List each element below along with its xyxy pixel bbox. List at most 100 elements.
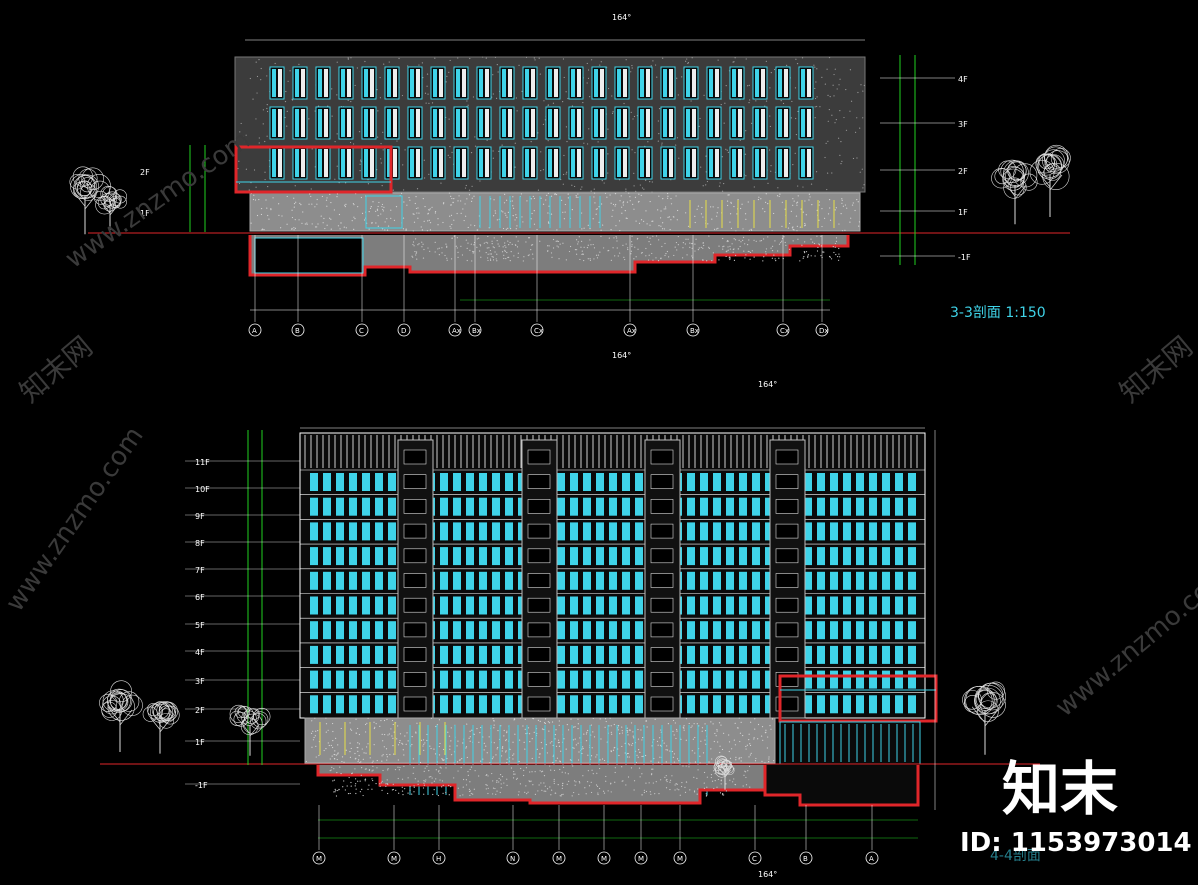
window-glass-b [453,473,461,491]
texture-dot [609,238,610,239]
texture-dot [704,740,705,741]
texture-dot [517,257,518,258]
texture-dot [631,65,632,66]
texture-dot [548,105,549,106]
texture-dot [387,779,388,780]
texture-dot [379,783,380,784]
window-panel-a [278,69,282,97]
window-panel-a [623,149,627,177]
window-glass-b [570,547,578,565]
texture-dot [372,201,373,202]
floor-label-b: 3F [195,677,205,686]
core-window-b [404,549,426,563]
texture-dot [267,136,268,137]
window-glass-b [700,646,708,664]
texture-dot [591,59,592,60]
texture-dot [697,723,698,724]
texture-dot [658,762,659,763]
texture-dot [686,740,687,741]
texture-dot [439,248,440,249]
texture-dot [505,215,506,216]
texture-dot [560,795,561,796]
texture-dot [386,218,387,219]
texture-dot [382,770,383,771]
texture-dot [270,209,271,210]
window-glass-b [609,646,617,664]
texture-dot [323,218,324,219]
texture-dot [344,227,345,228]
texture-dot [781,100,782,101]
window-glass-b [323,621,331,639]
texture-dot [478,775,479,776]
texture-dot [503,258,504,259]
texture-dot [389,61,390,62]
texture-dot [495,210,496,211]
texture-dot [742,735,743,736]
window-glass-b [635,646,643,664]
texture-dot [403,754,404,755]
texture-dot [335,789,336,790]
window-glass-b [362,597,370,615]
window-glass-b [882,597,890,615]
texture-dot [504,213,505,214]
window-glass-b [882,695,890,713]
texture-dot [467,248,468,249]
texture-dot [450,786,451,787]
texture-dot [403,189,404,190]
texture-dot [614,782,615,783]
core-window-b [776,598,798,612]
texture-dot [577,197,578,198]
texture-dot [508,257,509,258]
texture-dot [723,733,724,734]
texture-dot [474,734,475,735]
window-glass-a [732,149,736,177]
texture-dot [403,228,404,229]
texture-dot [694,737,695,738]
texture-dot [717,741,718,742]
texture-dot [338,225,339,226]
texture-dot [814,243,815,244]
texture-dot [563,155,564,156]
texture-dot [578,759,579,760]
texture-dot [437,248,438,249]
texture-dot [363,759,364,760]
texture-dot [339,789,340,790]
texture-dot [487,242,488,243]
texture-dot [735,784,736,785]
texture-dot [604,793,605,794]
window-glass-b [505,547,513,565]
texture-dot [611,95,612,96]
texture-dot [430,229,431,230]
texture-dot [503,782,504,783]
texture-dot [423,249,424,250]
window-glass-b [310,522,318,540]
texture-dot [439,254,440,255]
texture-dot [808,254,809,255]
window-glass-a [709,109,713,137]
texture-dot [727,246,728,247]
texture-dot [662,198,663,199]
texture-dot [625,191,626,192]
texture-dot [445,244,446,245]
texture-dot [579,782,580,783]
window-glass-b [557,547,565,565]
texture-dot [584,247,585,248]
texture-dot [360,791,361,792]
texture-dot [311,733,312,734]
texture-dot [745,175,746,176]
texture-dot [695,222,696,223]
texture-dot [592,731,593,732]
core-window-b [528,524,550,538]
texture-dot [435,212,436,213]
texture-dot [292,99,293,100]
texture-dot [408,740,409,741]
texture-dot [625,188,626,189]
texture-dot [690,100,691,101]
axis-label-b: M [677,855,683,863]
texture-dot [761,761,762,762]
window-glass-b [908,522,916,540]
texture-dot [412,736,413,737]
texture-dot [584,787,585,788]
texture-dot [711,777,712,778]
window-panel-a [416,109,420,137]
